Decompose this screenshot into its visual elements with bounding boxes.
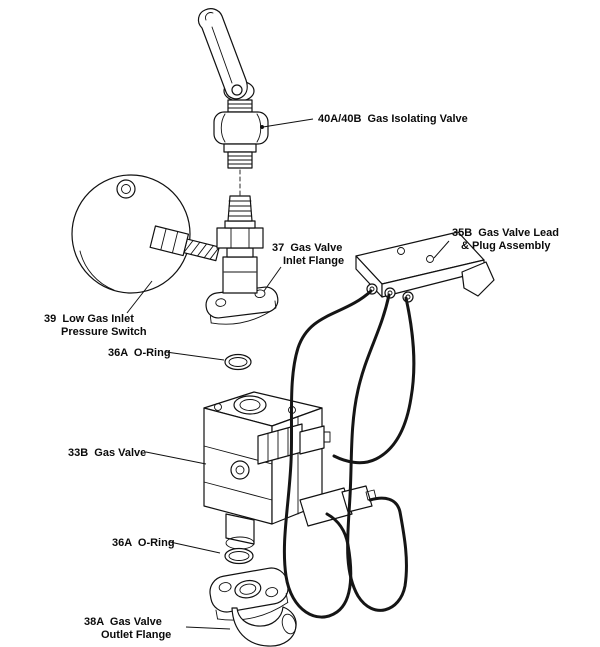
oring-upper-36a [224, 353, 252, 371]
leader-gas-valve [145, 451, 207, 465]
switch-fitting [149, 225, 220, 262]
label-pressure-switch-line1: 39 Low Gas Inlet [44, 313, 134, 325]
label-oring-bottom: 36A O-Ring [112, 537, 175, 549]
leader-dot [260, 125, 264, 129]
label-isolating-valve: 40A/40B Gas Isolating Valve [318, 113, 468, 125]
leader-pressure-switch [126, 280, 153, 314]
inlet-flange-plate [205, 286, 279, 325]
label-inlet-flange-line1: 37 Gas Valve [272, 242, 342, 254]
lead-plug-assembly-35b [355, 231, 495, 303]
inlet-flange-37 [205, 195, 279, 325]
regulator-cap [230, 460, 250, 480]
isolating-valve-40 [197, 8, 269, 197]
gas-valve-33b [203, 391, 377, 550]
valve-handle [197, 8, 248, 100]
solenoid-connector [299, 425, 325, 455]
leader-oring-top [165, 351, 225, 361]
leader-inlet-flange [263, 266, 282, 292]
label-inlet-flange-line2: Inlet Flange [283, 255, 344, 267]
leader-isolating-valve [262, 118, 314, 128]
label-outlet-flange-line2: Outlet Flange [101, 629, 171, 641]
outlet-flange-38a [209, 567, 297, 647]
labels: 40A/40B Gas Isolating Valve 37 Gas Valve… [44, 113, 559, 641]
leader-oring-bottom [169, 541, 221, 554]
label-outlet-flange-line1: 38A Gas Valve [84, 616, 162, 628]
label-gas-valve: 33B Gas Valve [68, 447, 146, 459]
leader-lead-plug [433, 240, 450, 259]
label-lead-plug-line2: & Plug Assembly [461, 240, 551, 252]
leader-outlet-flange [185, 626, 231, 630]
outlet-stub [225, 513, 255, 545]
label-pressure-switch-line2: Pressure Switch [61, 326, 147, 338]
pressure-switch-39 [71, 174, 220, 294]
outlet-elbow [231, 606, 297, 647]
leader-lines [126, 118, 450, 630]
label-oring-top: 36A O-Ring [108, 347, 171, 359]
oring-lower-36a [224, 547, 254, 565]
valve-lead-cables [282, 289, 416, 619]
mounting-tab [461, 261, 495, 297]
label-lead-plug-line1: 35B Gas Valve Lead [452, 227, 559, 239]
